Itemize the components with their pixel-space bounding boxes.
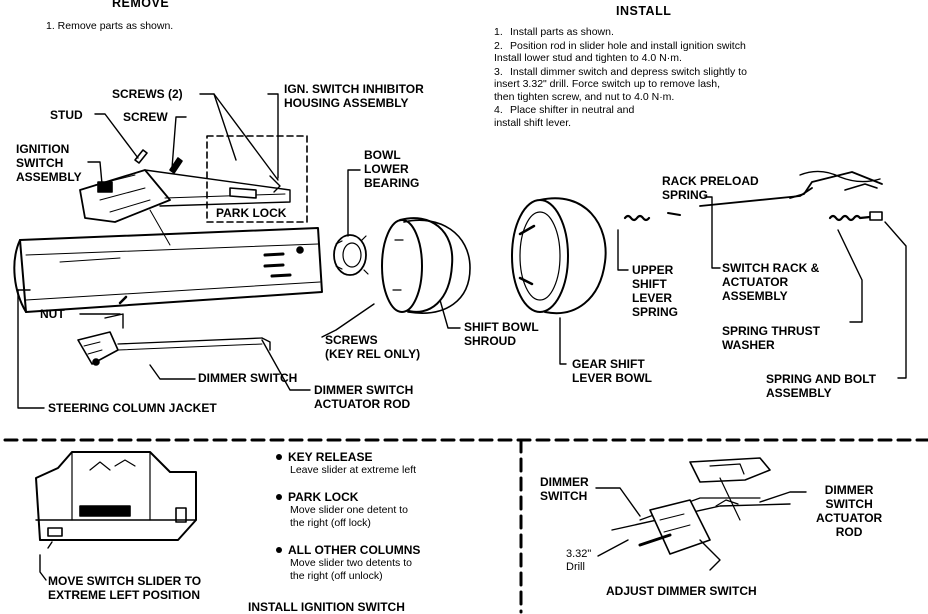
install-heading: INSTALL	[616, 4, 672, 18]
label-nut: NUT	[40, 307, 65, 321]
install-steps: 1. Install parts as shown. 2.Position rod …	[494, 26, 747, 130]
label-gear-shift-lever-bowl: GEAR SHIFT LEVER BOWL	[572, 357, 652, 385]
label-ign-switch-inhibitor: IGN. SWITCH INHIBITOR HOUSING ASSEMBLY	[284, 82, 424, 110]
install-step-text: Position rod in slider hole and install …	[494, 39, 746, 65]
bullet-icon	[276, 547, 282, 554]
ignition-instruction-title: ALL OTHER COLUMNS	[272, 543, 420, 557]
bullet-icon	[276, 454, 282, 461]
label-stud: STUD	[50, 108, 83, 122]
install-step: 2.Position rod in slider hole and instal…	[494, 40, 747, 65]
ignition-panel-caption: INSTALL IGNITION SWITCH	[248, 600, 405, 614]
install-step-number: 1.	[494, 26, 503, 38]
upper-spring-drawing	[623, 214, 651, 222]
label-upper-shift-lever-spring: UPPER SHIFT LEVER SPRING	[632, 263, 679, 319]
ignition-instruction-body: Move slider two detents to the right (of…	[290, 557, 412, 582]
label-ignition-switch-assembly: IGNITION SWITCH ASSEMBLY	[16, 142, 82, 184]
remove-heading: REMOVE	[112, 0, 170, 10]
install-step-text: Install parts as shown.	[510, 26, 614, 38]
dimmer-panel-caption: ADJUST DIMMER SWITCH	[606, 584, 757, 598]
label-steering-column-jacket: STEERING COLUMN JACKET	[48, 401, 217, 415]
leader-lines	[17, 93, 907, 409]
label-shift-bowl-shroud: SHIFT BOWL SHROUD	[464, 320, 539, 348]
dimmer-adjust-panel-drawing	[595, 457, 807, 571]
remove-step: 1. Remove parts as shown.	[46, 20, 174, 32]
label-dimmer-switch-actuator-rod: DIMMER SWITCH ACTUATOR ROD	[314, 383, 414, 411]
label-dimmer-switch: DIMMER SWITCH	[198, 371, 298, 385]
install-step-text: Install dimmer switch and depress switch…	[494, 65, 747, 103]
install-step: 3.Install dimmer switch and depress swit…	[494, 66, 747, 104]
ignition-instruction-title-text: KEY RELEASE	[288, 450, 373, 464]
label-drill-size: 3.32" Drill	[566, 548, 592, 573]
install-step-text: Place shifter in neutral and install shi…	[494, 104, 635, 129]
ignition-instruction-title-text: PARK LOCK	[288, 490, 359, 504]
label-rack-preload-spring: RACK PRELOAD SPRING	[662, 174, 759, 202]
ignition-instruction-title-text: ALL OTHER COLUMNS	[288, 543, 421, 557]
label-move-switch-slider: MOVE SWITCH SLIDER TO EXTREME LEFT POSIT…	[48, 574, 202, 602]
install-step-number: 3.	[494, 65, 503, 78]
label-spring-and-bolt: SPRING AND BOLT ASSEMBLY	[766, 372, 876, 400]
label-screws-key-rel: SCREWS (KEY REL ONLY)	[325, 333, 421, 361]
label-screw: SCREW	[123, 110, 168, 124]
ignition-instruction-body: Move slider one detent to the right (off…	[290, 504, 408, 529]
label-spring-thrust-washer: SPRING THRUST WASHER	[722, 324, 821, 352]
switch-rack-drawing	[699, 170, 883, 222]
ignition-instruction-title: KEY RELEASE	[272, 450, 416, 464]
install-step: 1. Install parts as shown.	[494, 26, 747, 39]
ignition-instruction-title: PARK LOCK	[272, 490, 408, 504]
park-lock-box	[206, 135, 308, 223]
ignition-switch-panel-drawing	[35, 451, 197, 581]
gear-shift-lever-bowl-drawing	[511, 197, 607, 315]
ignition-switch-drawing	[79, 149, 291, 246]
ignition-instruction-body: Leave slider at extreme left	[290, 464, 417, 476]
install-step-number: 2.	[494, 39, 503, 52]
install-step-number: 4.	[494, 104, 503, 116]
dimmer-switch-drawing	[77, 295, 271, 366]
label-park-lock: PARK LOCK	[216, 206, 287, 220]
install-step: 4.Place shifter in neutral and install s…	[494, 104, 747, 129]
label-switch-rack-actuator: SWITCH RACK & ACTUATOR ASSEMBLY	[722, 261, 820, 303]
steering-column-jacket-drawing	[13, 227, 323, 313]
bullet-icon	[276, 494, 282, 501]
label-panel-dimmer-switch: DIMMER SWITCH	[540, 475, 589, 503]
label-bowl-lower-bearing: BOWL LOWER BEARING	[364, 148, 420, 190]
label-panel-actuator-rod: DIMMER SWITCH ACTUATOR ROD	[816, 483, 883, 539]
label-screws-2: SCREWS (2)	[112, 87, 183, 101]
shift-bowl-shroud-drawing	[381, 217, 471, 314]
bowl-lower-bearing-drawing	[333, 234, 369, 276]
